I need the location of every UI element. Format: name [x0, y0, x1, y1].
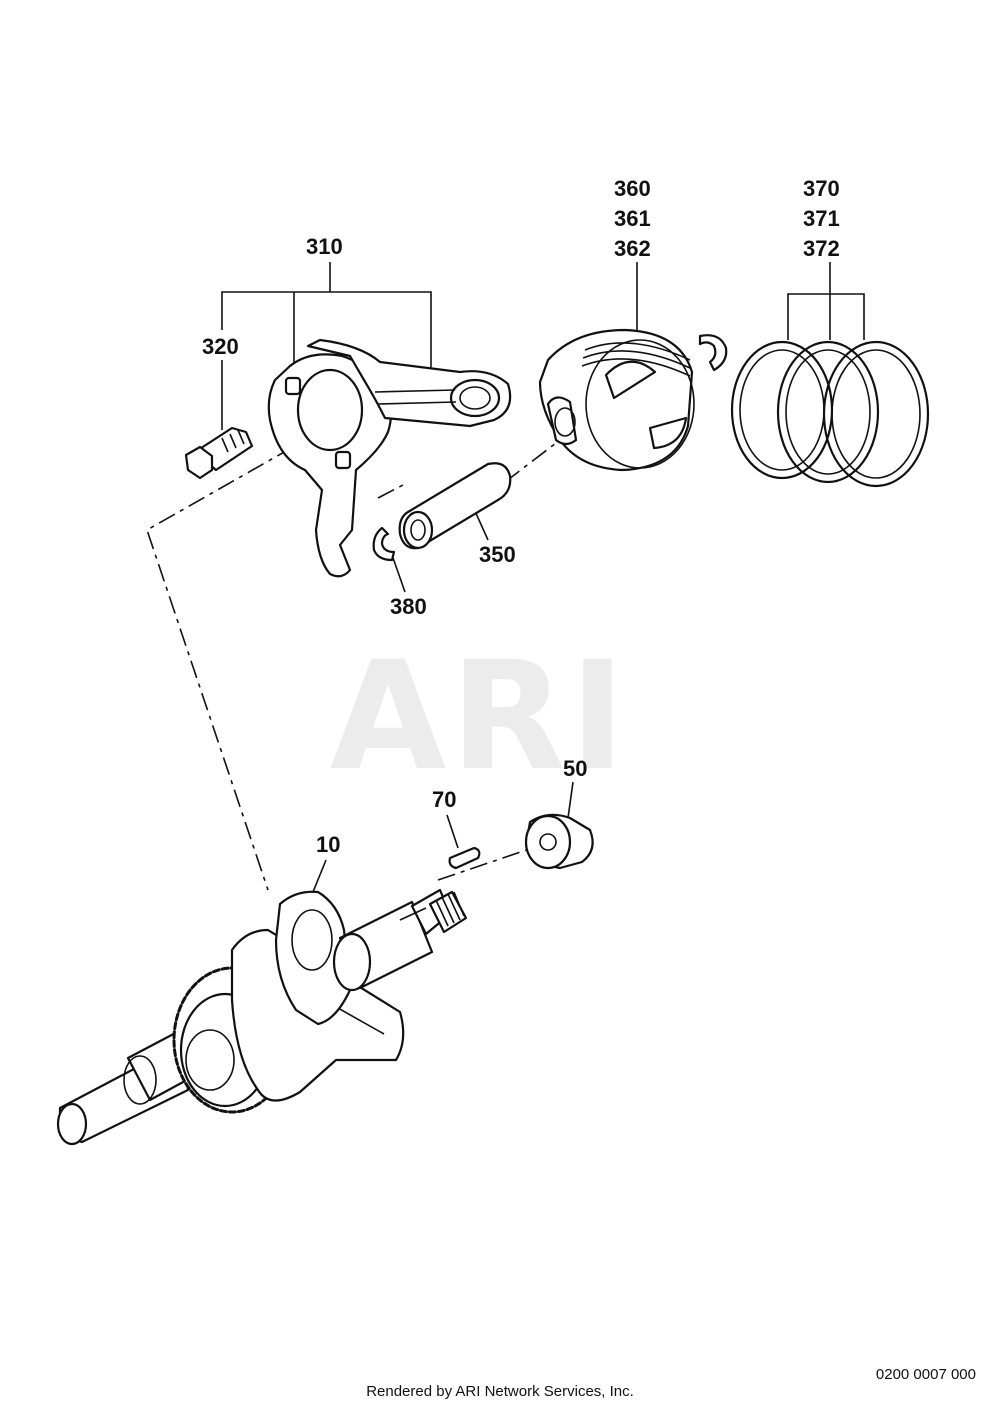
- callout-370[interactable]: 370: [803, 176, 840, 201]
- callout-350[interactable]: 350: [479, 542, 516, 567]
- crankshaft[interactable]: [56, 888, 468, 1146]
- callout-372[interactable]: 372: [803, 236, 840, 261]
- callout-380[interactable]: 380: [390, 594, 427, 619]
- callout-320[interactable]: 320: [202, 334, 239, 359]
- callout-70[interactable]: 70: [432, 787, 456, 812]
- callout-362[interactable]: 362: [614, 236, 651, 261]
- callout-360[interactable]: 360: [614, 176, 651, 201]
- diagram-code: 0200 0007 000: [875, 1366, 976, 1383]
- piston[interactable]: [538, 328, 695, 472]
- wrist-pin-clip[interactable]: [372, 526, 396, 562]
- callout-361[interactable]: 361: [614, 206, 651, 231]
- connecting-rod[interactable]: [267, 338, 512, 578]
- rod-bolt[interactable]: [184, 426, 254, 480]
- piston-rings[interactable]: [730, 340, 930, 488]
- assembly-lines: [146, 439, 561, 891]
- leader-lines: [221, 262, 865, 893]
- wrist-pin[interactable]: [398, 462, 512, 550]
- callout-10[interactable]: 10: [316, 832, 340, 857]
- ari-watermark: ARI: [330, 630, 629, 804]
- woodruff-key[interactable]: [448, 846, 481, 870]
- footer-credit: Rendered by ARI Network Services, Inc.: [366, 1383, 634, 1400]
- callout-371[interactable]: 371: [803, 206, 840, 231]
- piston-pin-clip-right[interactable]: [698, 334, 728, 372]
- crankshaft-washer[interactable]: [524, 813, 594, 870]
- callout-50[interactable]: 50: [563, 756, 587, 781]
- callout-310[interactable]: 310: [306, 234, 343, 259]
